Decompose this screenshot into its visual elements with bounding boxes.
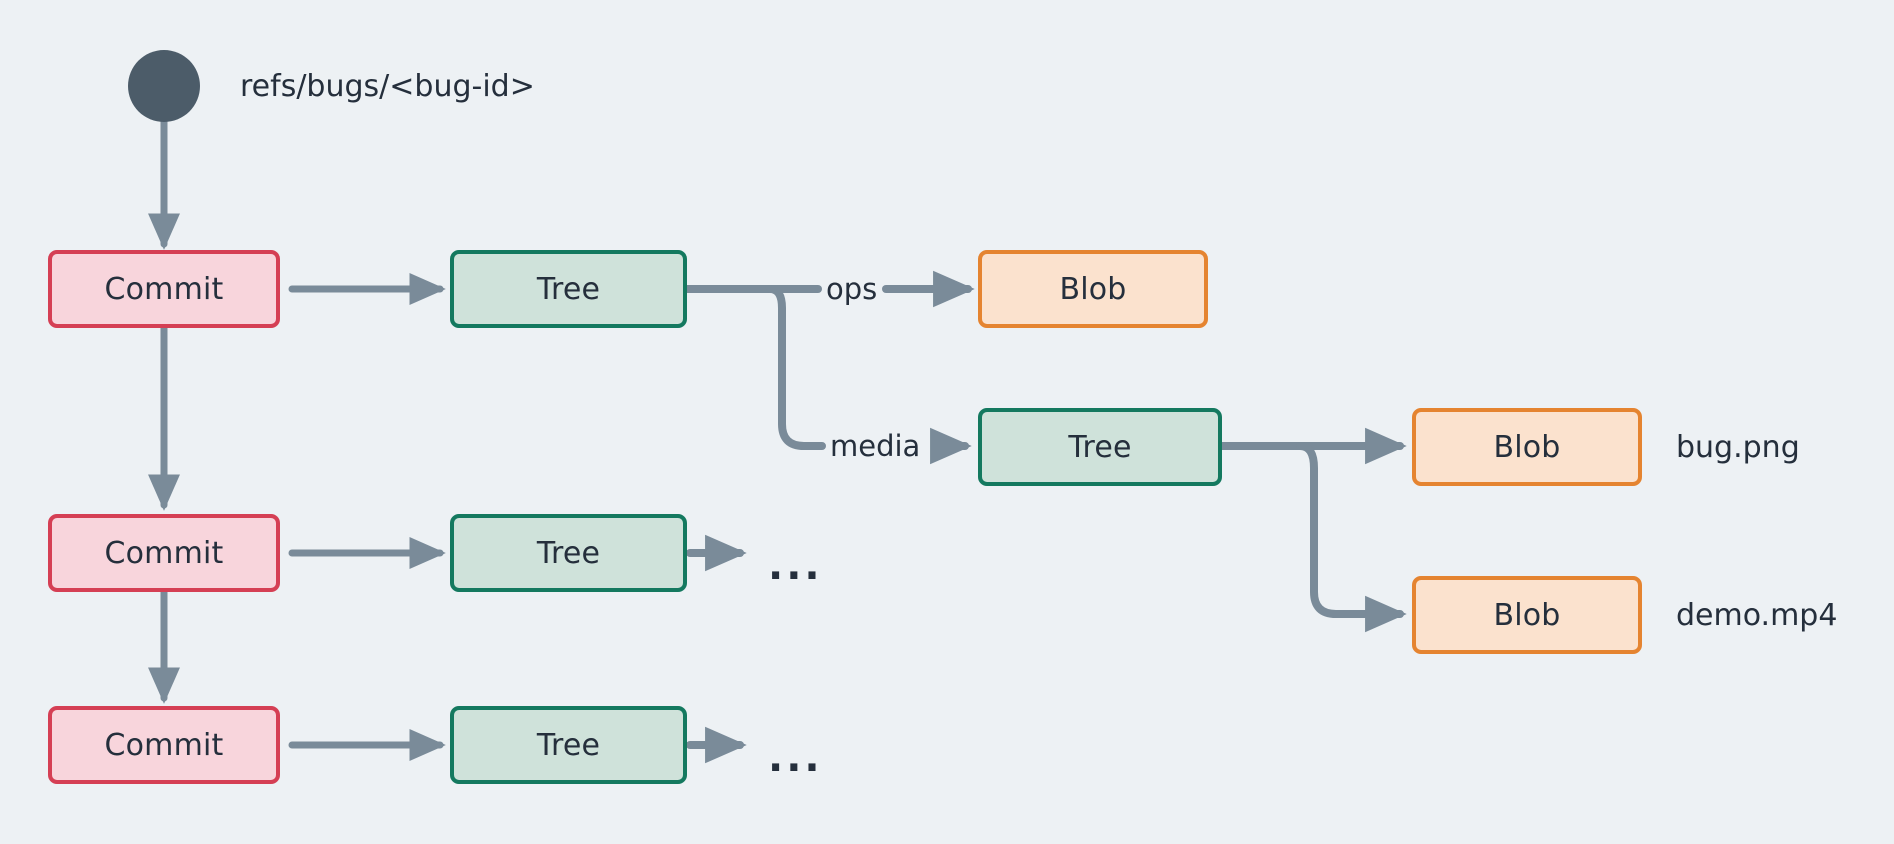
node-tree-1-label: Tree xyxy=(536,271,601,307)
ref-label: refs/bugs/<bug-id> xyxy=(240,69,535,104)
node-blob-demo[interactable]: Blob xyxy=(1412,576,1642,654)
node-commit-1[interactable]: Commit xyxy=(48,250,280,328)
node-commit-3[interactable]: Commit xyxy=(48,706,280,784)
node-blob-demo-label: Blob xyxy=(1493,597,1561,633)
ellipsis-tree-3: ... xyxy=(768,735,823,781)
node-tree-media-label: Tree xyxy=(1068,429,1132,465)
node-tree-media[interactable]: Tree xyxy=(978,408,1222,486)
node-commit-2-label: Commit xyxy=(104,535,224,571)
node-commit-3-label: Commit xyxy=(104,727,224,763)
node-tree-2-label: Tree xyxy=(536,535,601,571)
edge-label-media: media xyxy=(830,429,921,463)
ellipsis-tree-2: ... xyxy=(768,543,823,589)
node-commit-1-label: Commit xyxy=(104,271,224,307)
node-tree-1[interactable]: Tree xyxy=(450,250,687,328)
edge-tree1-branch-media xyxy=(766,285,826,450)
node-tree-2[interactable]: Tree xyxy=(450,514,687,592)
node-commit-2[interactable]: Commit xyxy=(48,514,280,592)
node-blob-ops-label: Blob xyxy=(1059,271,1127,307)
edge-mediatree-branch-demo xyxy=(1296,442,1407,633)
node-tree-3[interactable]: Tree xyxy=(450,706,687,784)
node-blob-bug[interactable]: Blob xyxy=(1412,408,1642,486)
node-blob-ops[interactable]: Blob xyxy=(978,250,1208,328)
file-label-demo-mp4: demo.mp4 xyxy=(1676,598,1838,633)
file-label-bug-png: bug.png xyxy=(1676,430,1800,465)
edge-label-ops: ops xyxy=(826,272,878,306)
node-tree-3-label: Tree xyxy=(536,727,601,763)
node-blob-bug-label: Blob xyxy=(1493,429,1561,465)
filled-circle-icon xyxy=(128,50,200,122)
